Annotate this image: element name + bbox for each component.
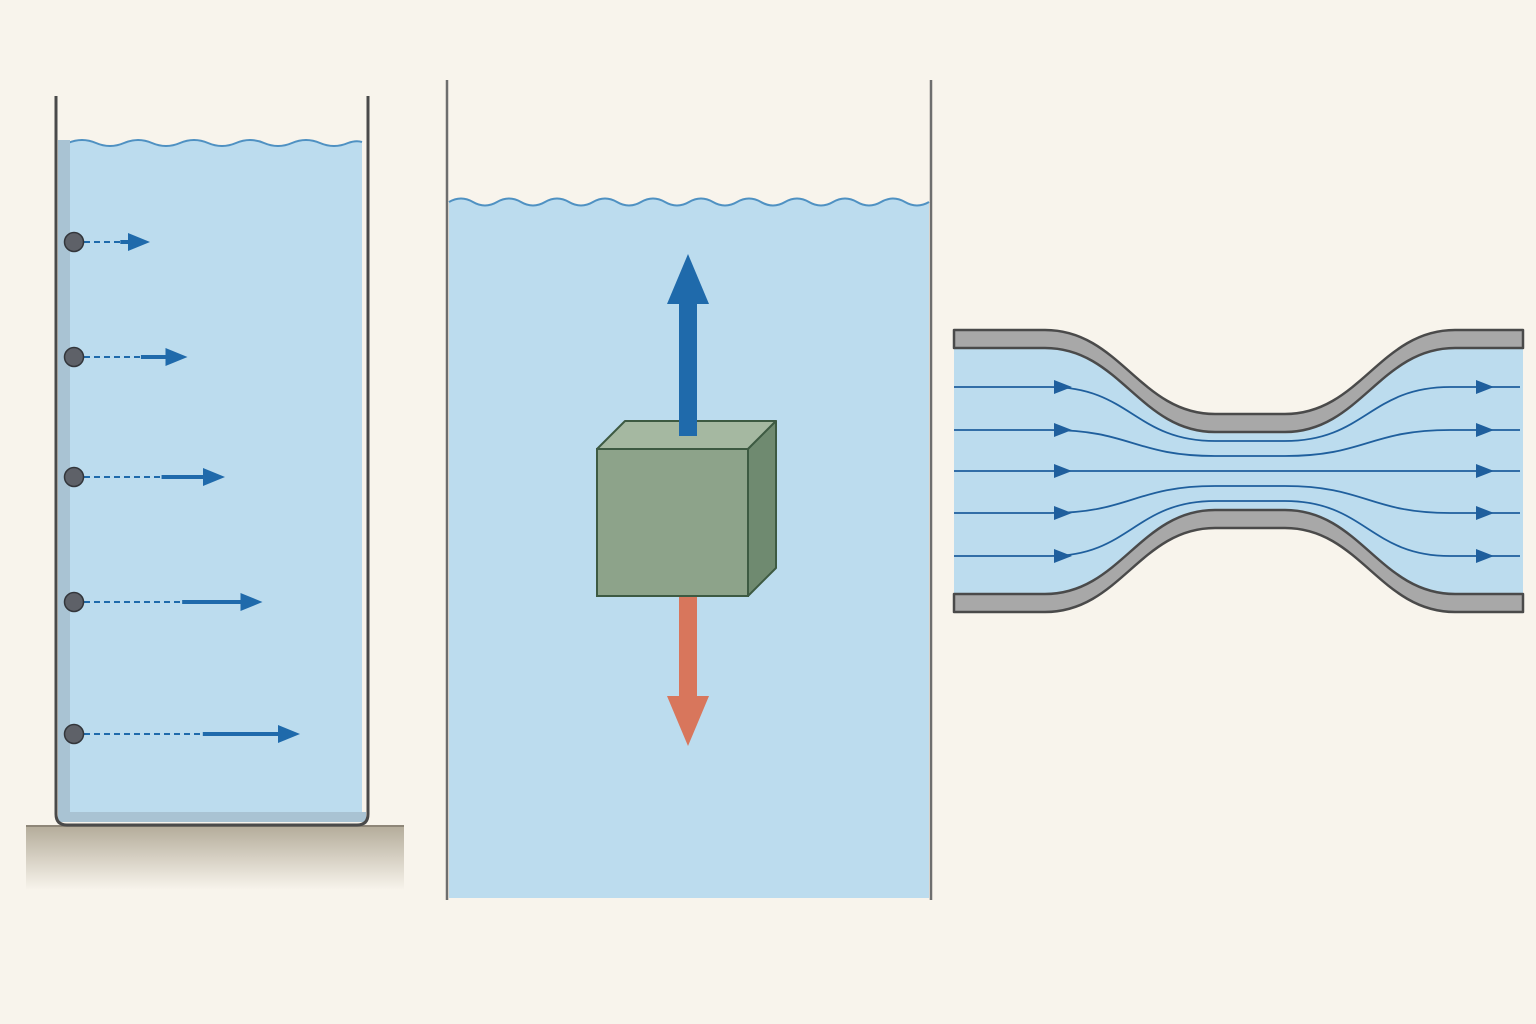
panel-pressure-depth: [26, 96, 404, 890]
arrow-down-icon: [667, 595, 709, 746]
tank-wall-bottom-glass: [58, 812, 366, 822]
arrow-right-icon: [1054, 506, 1072, 520]
orifice-icon: [63, 466, 85, 488]
jet-arrow-head: [128, 233, 150, 251]
arrow-right-icon: [1476, 464, 1494, 478]
jet-arrow-head: [203, 468, 225, 486]
arrow-right-icon: [1476, 380, 1494, 394]
streamline: [954, 500, 1520, 557]
orifice-icon: [63, 723, 85, 745]
beaker-water-surface: [448, 197, 930, 207]
orifice-icon: [63, 231, 85, 253]
arrow-right-icon: [1054, 380, 1072, 394]
ground: [26, 825, 404, 890]
jet-arrow-head: [278, 725, 300, 743]
jet-arrow-head: [165, 348, 188, 366]
streamline: [954, 429, 1520, 457]
pipe-wall-bottom: [952, 508, 1525, 614]
pipe-icon: [952, 328, 1525, 434]
streamlines: [954, 380, 1520, 563]
panel-buoyancy: [445, 80, 933, 900]
orifice-icon: [63, 346, 85, 368]
arrow-right-icon: [1476, 506, 1494, 520]
tank-wall-left-glass: [58, 140, 70, 820]
panel-venturi: [952, 328, 1525, 614]
arrow-up-icon: [667, 254, 709, 436]
orifice-jets: [63, 231, 300, 745]
tank-water-surface: [67, 139, 363, 147]
jet-arrow-head: [240, 593, 263, 611]
arrow-right-icon: [1054, 464, 1072, 478]
arrow-right-icon: [1476, 549, 1494, 563]
cube-icon: [596, 420, 777, 597]
orifice-icon: [63, 591, 85, 613]
arrow-right-icon: [1054, 423, 1072, 437]
tank-outline: [54, 96, 370, 827]
streamline: [954, 386, 1520, 442]
arrow-right-icon: [1476, 423, 1494, 437]
arrow-right-icon: [1054, 549, 1072, 563]
streamline: [954, 485, 1520, 514]
